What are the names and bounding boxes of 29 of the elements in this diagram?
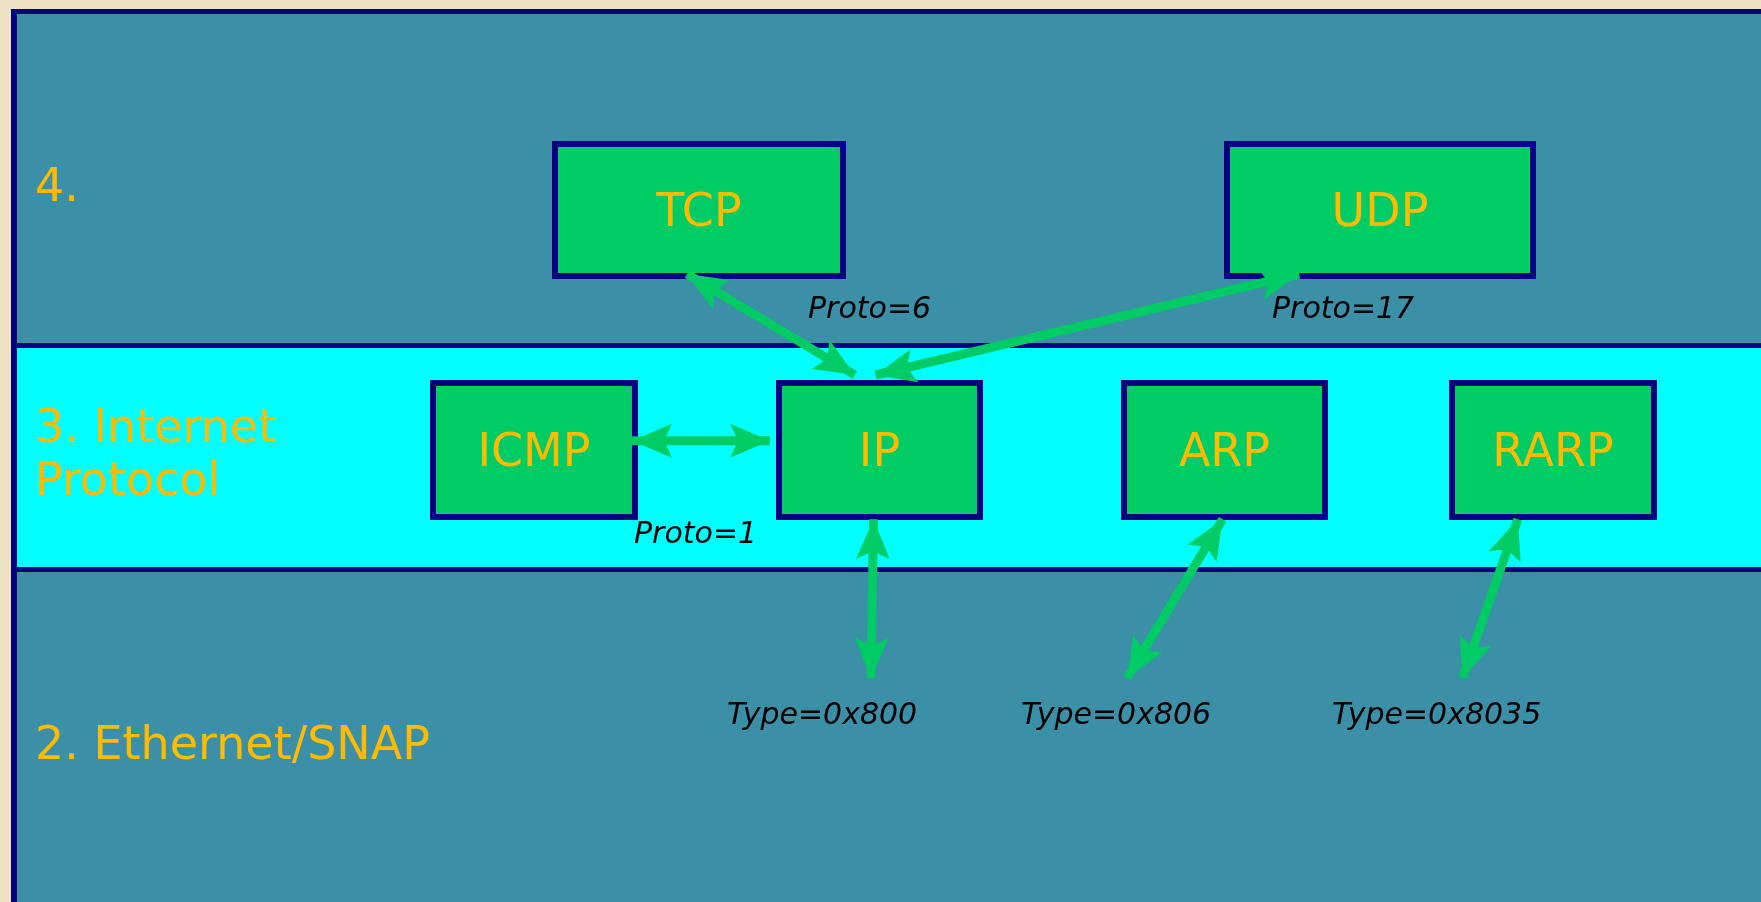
layer-band [11,567,1761,902]
layer-label: 3. Internet Protocol [35,400,278,506]
double-arrow [684,270,858,379]
layer-label: 2. Ethernet/SNAP [35,717,431,770]
edge-label: Proto=17 [1272,290,1415,325]
protocol-name: TCP [656,183,742,237]
double-arrow [1123,516,1227,681]
double-arrow [632,423,770,458]
protocol-box [1224,141,1536,279]
ethertype-label: Type=0x800 [727,696,918,731]
protocol-box [430,380,638,520]
protocol-name: ICMP [477,423,591,477]
protocol-name: IP [858,423,901,477]
layer-label: 4. [35,159,80,212]
protocol-name: UDP [1331,183,1429,237]
double-arrow [854,519,890,679]
edge-label: Proto=6 [808,290,932,325]
protocol-box [776,380,983,520]
double-arrow [1458,517,1523,680]
protocol-box [552,141,846,279]
ethertype-label: Type=0x8035 [1332,696,1542,731]
protocol-name: RARP [1492,423,1614,477]
edge-label: Proto=1 [634,515,758,550]
layer-band [11,9,1761,343]
protocol-box [1121,380,1328,520]
protocol-name: ARP [1178,423,1271,477]
ethertype-label: Type=0x806 [1021,696,1212,731]
layer-band [11,343,1761,567]
protocol-box [1449,380,1657,520]
